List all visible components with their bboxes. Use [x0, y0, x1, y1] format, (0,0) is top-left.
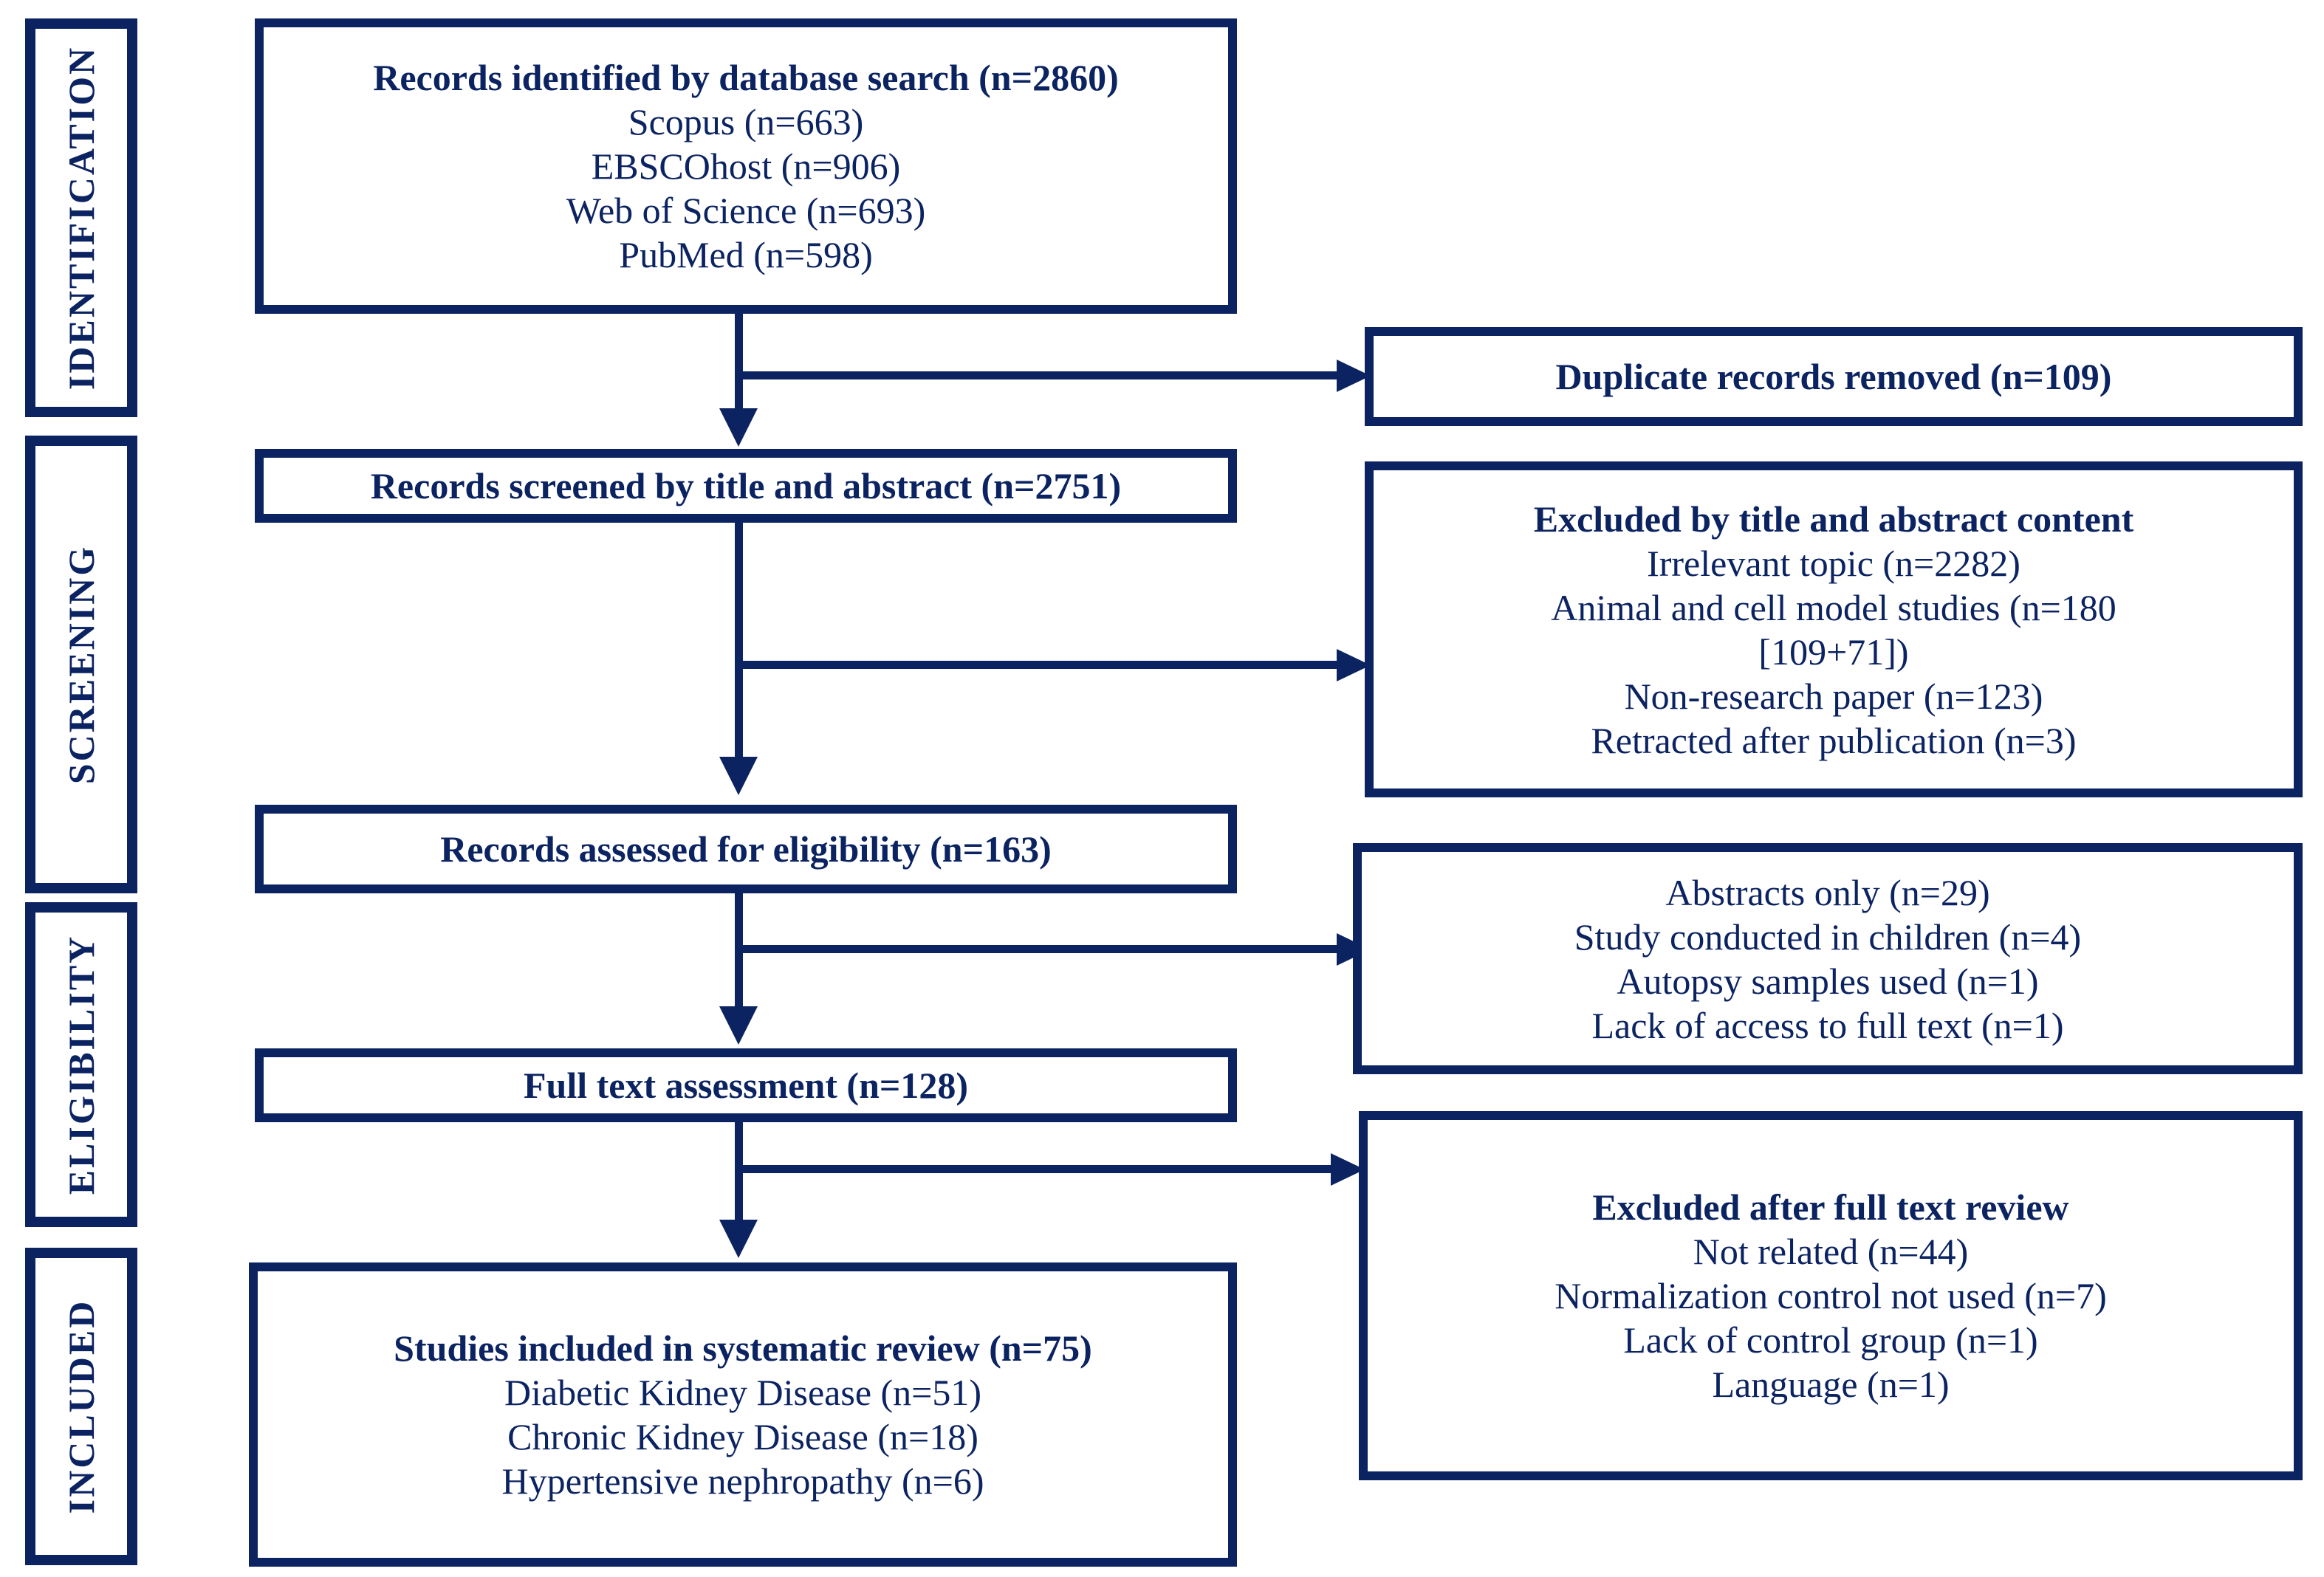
duplicate-records-removed-heading: Duplicate records removed (n=109)	[1555, 356, 2112, 397]
excluded-title-abstract-reason-non-research-paper: Non-research paper (n=123)	[1624, 675, 2043, 717]
excluded-full-text-reason-no-control-group: Lack of control group (n=1)	[1623, 1319, 2038, 1361]
connector-screened-to-excluded-horizontal	[735, 661, 1340, 669]
box-records-identified: Records identified by database search (n…	[255, 18, 1237, 314]
phase-identification-label: IDENTIFICATION	[61, 45, 102, 391]
box-studies-included: Studies included in systematic review (n…	[249, 1262, 1237, 1567]
box-full-text-assessment: Full text assessment (n=128)	[255, 1048, 1237, 1122]
phase-included-label: INCLUDED	[61, 1299, 102, 1514]
excluded-full-text-reason-language: Language (n=1)	[1712, 1364, 1950, 1405]
excluded-full-text-heading: Excluded after full text review	[1592, 1186, 2069, 1228]
phase-eligibility-label: ELIGIBILITY	[61, 934, 102, 1195]
full-text-assessment-heading: Full text assessment (n=128)	[523, 1065, 969, 1106]
arrow-identified-to-screened	[719, 408, 758, 447]
excluded-title-abstract-reason-animal-cell-models-breakdown: [109+71])	[1758, 631, 1909, 673]
arrow-screened-to-assessed	[719, 757, 758, 795]
excluded-title-abstract-reason-retracted: Retracted after publication (n=3)	[1591, 719, 2077, 761]
connector-identified-to-screened-vertical	[735, 314, 743, 410]
arrow-assessed-to-fulltext	[719, 1006, 758, 1045]
studies-included-group-hypertensive-nephropathy: Hypertensive nephropathy (n=6)	[501, 1460, 984, 1502]
box-excluded-after-full-text-review: Excluded after full text review Not rela…	[1359, 1111, 2303, 1480]
connector-screened-to-assessed-vertical	[735, 523, 743, 759]
phase-screening-label: SCREENING	[61, 544, 102, 785]
records-identified-heading: Records identified by database search (n…	[373, 57, 1119, 98]
records-identified-source-ebscohost: EBSCOhost (n=906)	[591, 145, 901, 187]
box-duplicate-records-removed: Duplicate records removed (n=109)	[1365, 327, 2303, 426]
studies-included-group-diabetic-kidney-disease: Diabetic Kidney Disease (n=51)	[504, 1372, 982, 1413]
connector-identified-to-duplicates-horizontal	[735, 371, 1340, 379]
studies-included-heading: Studies included in systematic review (n…	[394, 1327, 1092, 1369]
box-records-screened: Records screened by title and abstract (…	[255, 449, 1237, 523]
phase-included: INCLUDED	[25, 1248, 137, 1565]
excluded-eligibility-reason-no-full-text-access: Lack of access to full text (n=1)	[1591, 1004, 2064, 1046]
records-screened-heading: Records screened by title and abstract (…	[370, 465, 1122, 506]
excluded-title-abstract-heading: Excluded by title and abstract content	[1533, 498, 2134, 540]
phase-eligibility: ELIGIBILITY	[25, 902, 137, 1227]
arrow-fulltext-to-included	[719, 1220, 758, 1258]
records-identified-source-scopus: Scopus (n=663)	[628, 101, 864, 142]
records-identified-source-web-of-science: Web of Science (n=693)	[566, 190, 926, 231]
records-identified-source-pubmed: PubMed (n=598)	[619, 234, 873, 275]
studies-included-group-chronic-kidney-disease: Chronic Kidney Disease (n=18)	[507, 1416, 978, 1457]
box-excluded-at-eligibility: Abstracts only (n=29) Study conducted in…	[1353, 843, 2303, 1074]
box-records-assessed-eligibility: Records assessed for eligibility (n=163)	[255, 805, 1237, 893]
excluded-title-abstract-reason-animal-cell-models: Animal and cell model studies (n=180	[1551, 586, 2116, 628]
excluded-eligibility-reason-children: Study conducted in children (n=4)	[1574, 915, 2082, 958]
connector-assessed-to-excluded-horizontal	[735, 945, 1340, 953]
excluded-eligibility-reason-autopsy-samples: Autopsy samples used (n=1)	[1617, 960, 2039, 1002]
connector-fulltext-to-excluded-horizontal	[735, 1165, 1334, 1173]
box-excluded-by-title-abstract: Excluded by title and abstract content I…	[1365, 461, 2303, 797]
excluded-eligibility-reason-abstracts-only: Abstracts only (n=29)	[1665, 871, 1990, 913]
records-assessed-eligibility-heading: Records assessed for eligibility (n=163)	[440, 828, 1052, 870]
excluded-full-text-reason-not-related: Not related (n=44)	[1693, 1231, 1969, 1272]
phase-identification: IDENTIFICATION	[25, 18, 137, 417]
excluded-title-abstract-reason-irrelevant-topic: Irrelevant topic (n=2282)	[1647, 542, 2020, 584]
phase-screening: SCREENING	[25, 436, 137, 893]
excluded-full-text-reason-normalization-control: Normalization control not used (n=7)	[1555, 1275, 2107, 1316]
